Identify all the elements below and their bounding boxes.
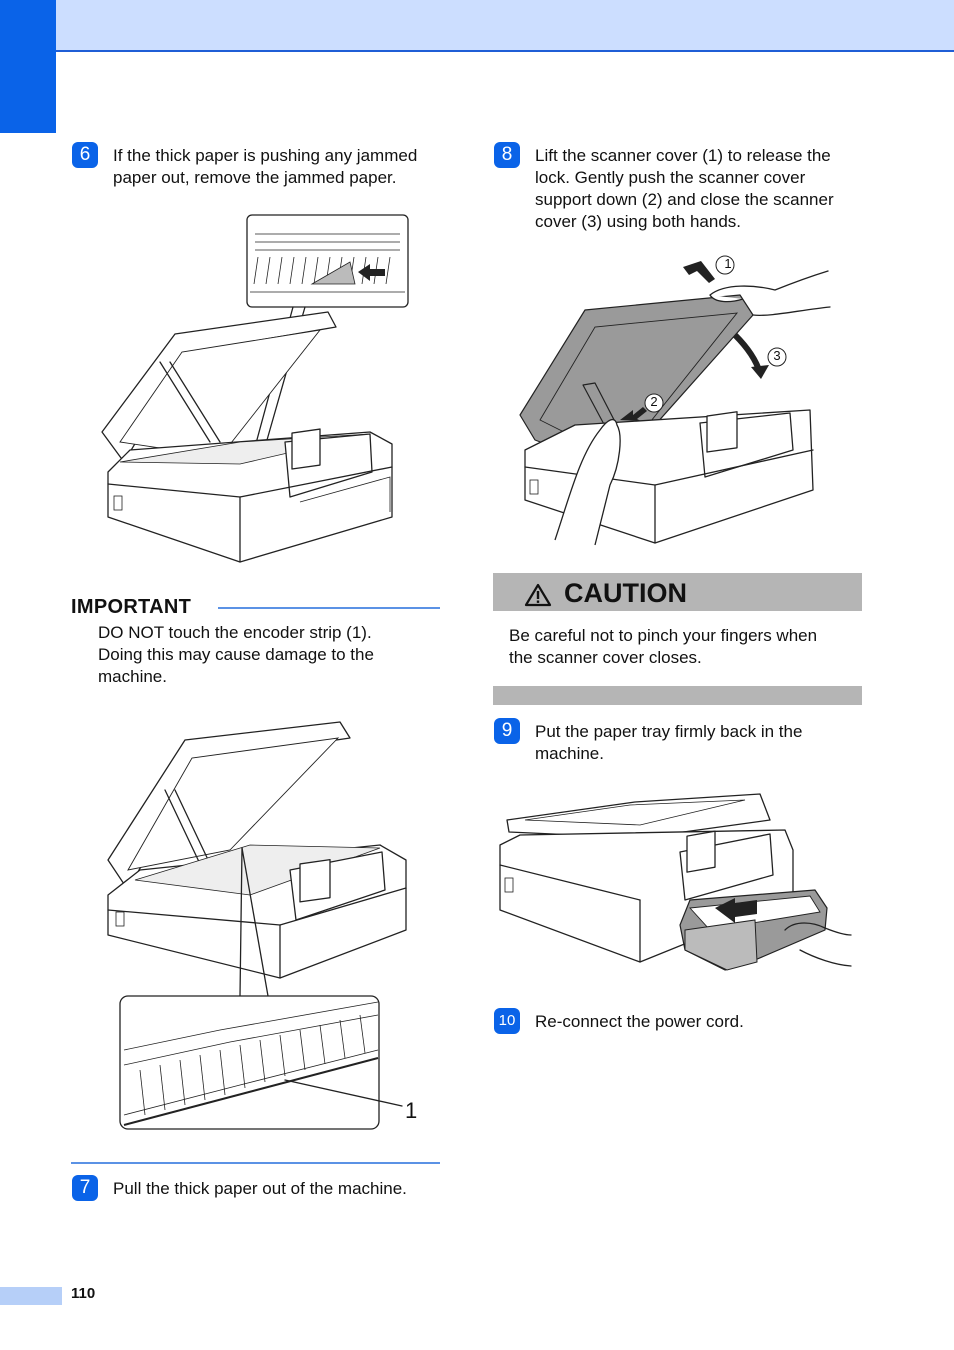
- chapter-tab: [0, 0, 56, 133]
- caution-header-bar: [493, 573, 862, 611]
- illustration-encoder-strip: [107, 721, 407, 1130]
- page-header-bar: [0, 0, 954, 52]
- encoder-strip-callout: 1: [405, 1098, 418, 1123]
- callout-2: 2: [650, 394, 658, 409]
- step-badge-10: 10: [494, 1008, 520, 1034]
- page-number: 110: [71, 1285, 96, 1302]
- illustration-paper-tray: [499, 793, 852, 971]
- caution-heading: CAUTION: [564, 578, 687, 608]
- callout-1: 1: [724, 256, 732, 271]
- step-badge-6: 6: [72, 142, 98, 168]
- illustration-close-scanner-cover: [519, 255, 831, 546]
- step-badge-7: 7: [72, 1175, 98, 1201]
- warning-triangle-icon: [524, 583, 552, 607]
- step-badge-9: 9: [494, 718, 520, 744]
- section-rule: [71, 1162, 440, 1164]
- important-text: DO NOT touch the encoder strip (1). Doin…: [98, 623, 374, 686]
- important-rule: [218, 607, 440, 609]
- step-6-text: If the thick paper is pushing any jammed…: [113, 146, 418, 187]
- caution-text: Be careful not to pinch your fingers whe…: [509, 626, 818, 667]
- page-number-tab: [0, 1287, 62, 1305]
- step-8-text: Lift the scanner cover (1) to release th…: [535, 146, 834, 231]
- callout-3: 3: [773, 348, 781, 363]
- step-10-text: Re-connect the power cord.: [535, 1012, 744, 1031]
- caution-footer-bar: [493, 686, 862, 705]
- step-7-text: Pull the thick paper out of the machine.: [113, 1179, 407, 1198]
- important-heading: IMPORTANT: [71, 596, 192, 618]
- step-badge-8: 8: [494, 142, 520, 168]
- step-9-text: Put the paper tray firmly back in the ma…: [535, 722, 803, 763]
- illustration-remove-jammed-paper: [101, 214, 409, 563]
